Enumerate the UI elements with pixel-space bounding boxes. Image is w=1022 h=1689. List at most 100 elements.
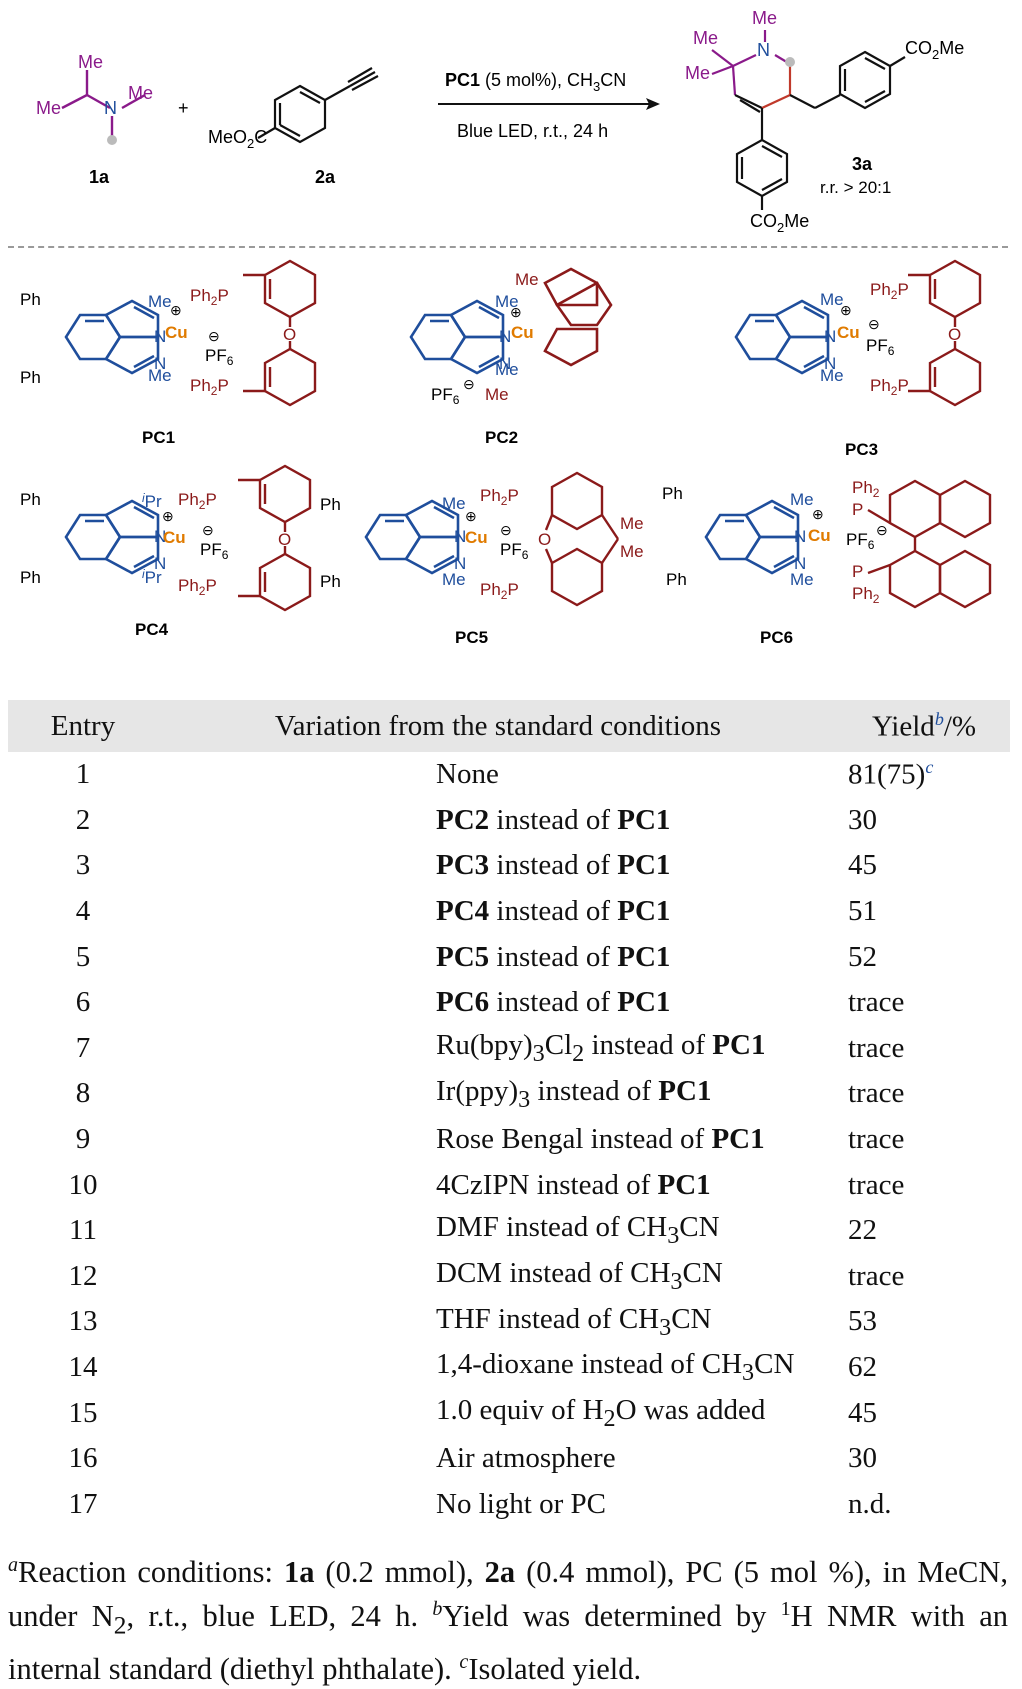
product-3a-structure	[711, 30, 906, 210]
reactant-1a-structure	[61, 70, 146, 138]
cu-label: Cu	[165, 323, 188, 342]
pf6-label: PF6	[205, 346, 234, 368]
cell-yield: n.d.	[848, 1487, 892, 1520]
header-yield: Yieldb/%	[871, 708, 977, 743]
cell-yield: 45	[848, 1396, 877, 1429]
charge-plus: ⊕	[465, 508, 477, 524]
catalyst-pc3: Me Me Cu ⊕ Ph2P Ph2P PF6 ⊖ PC3	[734, 259, 982, 459]
catalyst-pc2: Me Me Me Me Cu ⊕ PF6 ⊖ PC2	[409, 267, 613, 447]
ph2p-label: Ph2P	[480, 580, 519, 602]
cell-entry: 6	[75, 986, 91, 1019]
cu-label: Cu	[808, 526, 831, 545]
catalyst-structures: N N O Ph Ph Me Me Cu ⊕ Ph2P Ph2P PF6	[20, 259, 992, 647]
ipr-label: iPr	[142, 567, 162, 587]
me-label: Me	[148, 366, 172, 385]
o-label: O	[538, 530, 551, 549]
pf6-label: PF6	[431, 385, 460, 407]
cell-entry: 16	[68, 1442, 98, 1475]
cell-entry: 17	[68, 1487, 98, 1520]
label-3a: 3a	[852, 154, 873, 174]
charge-minus: ⊖	[208, 328, 220, 344]
n-label: N	[104, 98, 117, 118]
me-label: Me	[685, 63, 710, 83]
cell-variation: Ru(bpy)3Cl2 instead of PC1	[436, 1028, 766, 1067]
cell-entry: 9	[75, 1123, 91, 1156]
me-label: Me	[515, 270, 539, 289]
cell-variation: PC2 instead of PC1	[436, 803, 671, 836]
cell-entry: 8	[75, 1077, 91, 1110]
cell-entry: 15	[68, 1396, 98, 1429]
label-pc5: PC5	[455, 628, 488, 647]
catalyst-pc1: Ph Ph Me Me Cu ⊕ Ph2P Ph2P PF6 ⊖ PC1	[20, 259, 317, 447]
cell-yield: trace	[848, 1031, 905, 1064]
cell-variation: No light or PC	[436, 1487, 606, 1520]
me-label: Me	[128, 83, 153, 103]
cell-yield: 62	[848, 1351, 877, 1384]
cell-yield: trace	[848, 1123, 905, 1156]
ph2p-label: Ph2	[852, 478, 880, 500]
cell-variation: Rose Bengal instead of PC1	[436, 1123, 765, 1156]
me-label: Me	[485, 385, 509, 404]
ph2p-label: Ph2P	[870, 280, 909, 302]
charge-plus: ⊕	[510, 304, 522, 320]
ph-label: Ph	[20, 490, 41, 509]
catalyst-pc5: Ph Ph Me Me Cu ⊕ Ph2P Ph2P PF6 ⊖ O Me Me…	[320, 471, 644, 647]
charge-plus: ⊕	[162, 508, 174, 524]
table-footnote: aReaction conditions: 1a (0.2 mmol), 2a …	[8, 1554, 1008, 1687]
charge-minus: ⊖	[876, 522, 888, 538]
pf6-label: PF6	[866, 336, 895, 358]
me-label: Me	[693, 28, 718, 48]
ph-label: Ph	[20, 290, 41, 309]
ph2p-label: Ph2P	[190, 286, 229, 308]
table-row: 9 Rose Bengal instead of PC1 trace	[8, 1117, 1010, 1163]
cell-variation: PC4 instead of PC1	[436, 895, 671, 928]
label-pc1: PC1	[142, 428, 175, 447]
p-label: P	[852, 562, 863, 581]
ph-label: Ph	[666, 570, 687, 589]
ph2p-label: Ph2P	[480, 486, 519, 508]
cell-variation: None	[436, 758, 499, 791]
cell-variation: PC3 instead of PC1	[436, 849, 671, 882]
header-entry: Entry	[50, 709, 116, 742]
cell-variation: PC5 instead of PC1	[436, 940, 671, 973]
cell-entry: 5	[75, 940, 91, 973]
cell-entry: 4	[75, 895, 91, 928]
me-label: Me	[790, 490, 814, 509]
cell-yield: 30	[848, 1442, 877, 1475]
cell-variation: DMF instead of CH3CN	[436, 1211, 720, 1250]
me-label: Me	[790, 570, 814, 589]
me-label: Me	[820, 290, 844, 309]
cell-variation: PC6 instead of PC1	[436, 986, 671, 1019]
me-label: Me	[442, 570, 466, 589]
ph2p-label: Ph2P	[178, 576, 217, 598]
cell-entry: 7	[75, 1031, 91, 1064]
cell-yield: 22	[848, 1214, 877, 1247]
cell-yield: trace	[848, 1168, 905, 1201]
cu-label: Cu	[837, 323, 860, 342]
label-pc4: PC4	[135, 620, 169, 639]
cell-entry: 13	[68, 1305, 98, 1338]
table-row: 7 Ru(bpy)3Cl2 instead of PC1 trace	[8, 1026, 1010, 1072]
cell-variation: 1.0 equiv of H2O was added	[436, 1393, 766, 1432]
cell-entry: 2	[75, 803, 91, 836]
charge-plus: ⊕	[840, 302, 852, 318]
conditions-table: Entry Variation from the standard condit…	[8, 700, 1010, 1527]
reaction-scheme: Me Me N Me 1a + MeO2C 2a PC1 (5 mol%), C…	[36, 8, 964, 235]
ph-label: Ph	[20, 568, 41, 587]
charge-minus: ⊖	[868, 316, 880, 332]
dashed-divider	[8, 246, 1008, 248]
charge-minus: ⊖	[202, 522, 214, 538]
cell-yield: trace	[848, 1077, 905, 1110]
ester-group: CO2Me	[905, 38, 964, 62]
me-label: Me	[442, 494, 466, 513]
me-label: Me	[620, 542, 644, 561]
